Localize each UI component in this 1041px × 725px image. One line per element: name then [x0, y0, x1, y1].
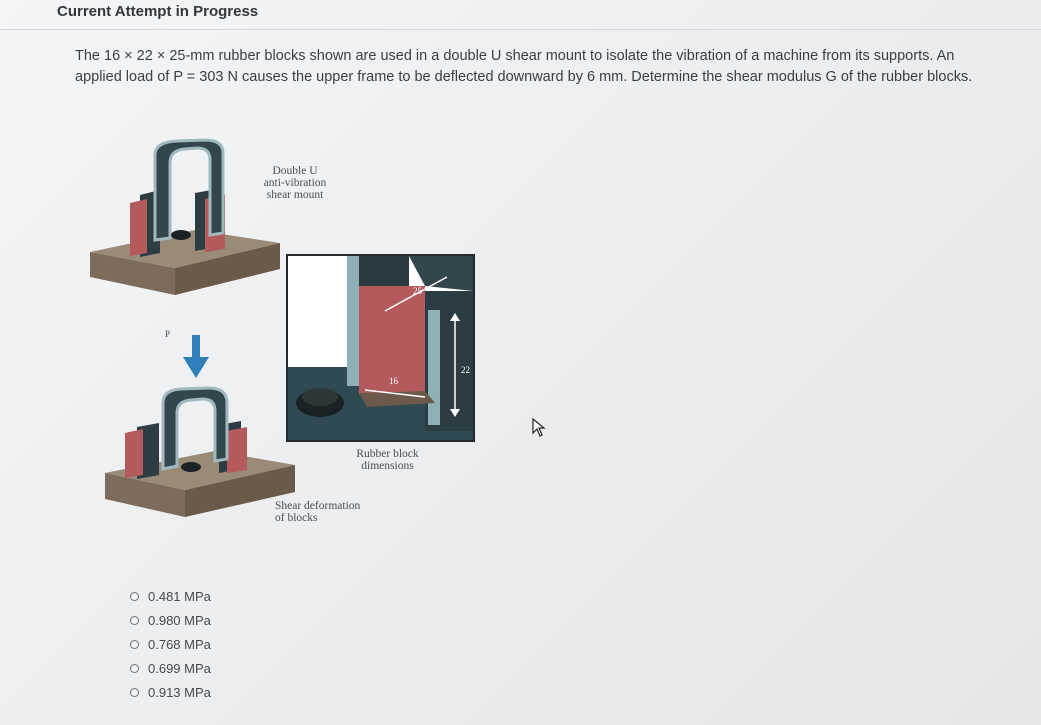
- load-arrow: [183, 335, 209, 378]
- radio-icon[interactable]: [130, 591, 139, 601]
- answer-option[interactable]: 0.913 MPa: [130, 680, 211, 704]
- top-mount: [90, 138, 280, 295]
- option-label: 0.481 MPa: [148, 588, 211, 604]
- label-shear-deformation: Shear deformation of blocks: [275, 500, 361, 524]
- bottom-mount: [105, 386, 295, 517]
- radio-icon[interactable]: [130, 615, 139, 625]
- label-double-u-mount: Double U anti-vibration shear mount: [263, 165, 327, 201]
- figure-drawing: [90, 138, 475, 517]
- question-text: The 16 × 22 × 25-mm rubber blocks shown …: [75, 48, 973, 85]
- answer-options: 0.481 MPa 0.980 MPa 0.768 MPa 0.699 MPa …: [130, 584, 211, 704]
- header-divider: [0, 29, 1041, 30]
- label-rubber-block: Rubber block dimensions: [356, 448, 419, 472]
- option-label: 0.980 MPa: [148, 612, 211, 628]
- radio-icon[interactable]: [130, 663, 139, 673]
- dimension-25: 25: [413, 286, 422, 296]
- dimension-22: 22: [461, 365, 470, 375]
- rubber-block-detail: [286, 254, 475, 442]
- radio-icon[interactable]: [130, 639, 139, 649]
- radio-icon[interactable]: [130, 687, 139, 697]
- answer-option[interactable]: 0.699 MPa: [130, 656, 211, 680]
- label-load-p: P: [165, 329, 171, 339]
- option-label: 0.913 MPa: [148, 684, 211, 700]
- mouse-pointer-icon: [532, 417, 548, 443]
- dimension-16: 16: [389, 376, 398, 386]
- answer-option[interactable]: 0.768 MPa: [130, 632, 211, 656]
- option-label: 0.699 MPa: [148, 660, 211, 676]
- answer-option[interactable]: 0.481 MPa: [130, 584, 211, 608]
- answer-option[interactable]: 0.980 MPa: [130, 608, 211, 632]
- shear-mount-figure: Double U anti-vibration shear mount P 25…: [85, 135, 495, 535]
- page-title: Current Attempt in Progress: [57, 3, 259, 20]
- option-label: 0.768 MPa: [148, 636, 211, 652]
